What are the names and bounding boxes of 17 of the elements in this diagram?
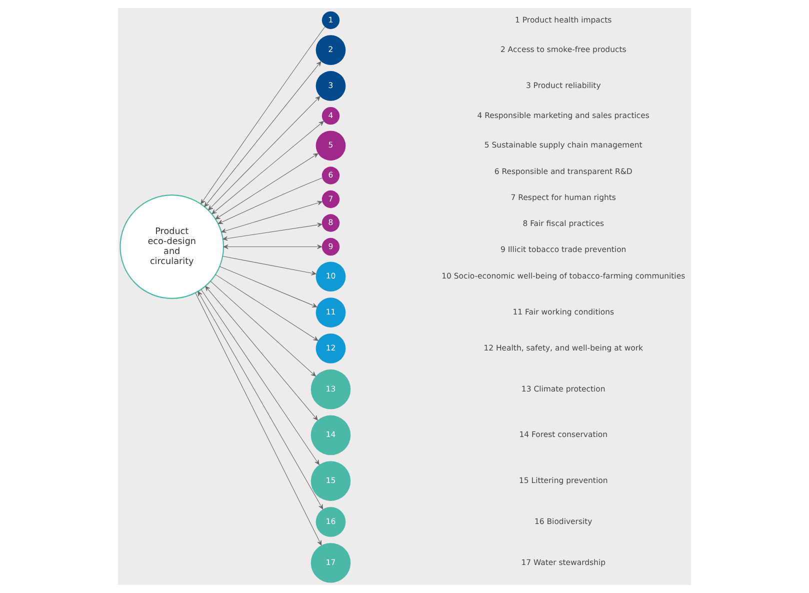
arrow [221,200,322,233]
arrow [210,281,316,376]
arrow [223,244,322,250]
arrow [205,286,318,420]
arrow [208,96,320,210]
arrow [215,153,318,220]
arrow [219,266,318,308]
arrow [218,178,322,224]
arrow [222,256,316,276]
arrow [195,292,322,546]
arrow [215,274,318,341]
arrow [200,26,326,204]
arrow [222,222,322,241]
arrow [200,289,320,465]
arrow [212,121,324,214]
arrow [198,291,324,510]
arrow [204,61,322,207]
